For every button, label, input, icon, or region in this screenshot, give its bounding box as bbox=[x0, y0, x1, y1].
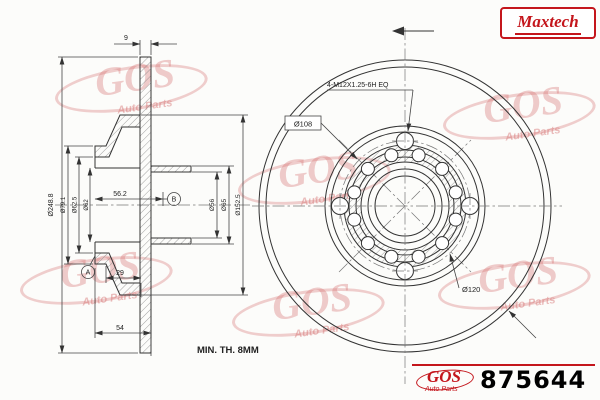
part-number: 875644 bbox=[480, 366, 587, 394]
footer-divider bbox=[412, 364, 595, 366]
dim-label-pilot-circle: Ø108 bbox=[294, 120, 312, 129]
hat-top-wall bbox=[94, 114, 141, 158]
bolt-spec-label: 4-M12X1.25-6H EQ bbox=[327, 82, 389, 89]
bearing-balls bbox=[347, 148, 463, 264]
dim-label-bore-diameter: Ø62 bbox=[84, 199, 90, 211]
section-dimensions bbox=[58, 40, 248, 356]
dim-label-flange-diameter: Ø79.1 bbox=[61, 196, 67, 213]
section-view: 9 Ø248.8 Ø79.1 Ø62.5 Ø62 56.2 B A Ø56 Ø6… bbox=[48, 35, 259, 356]
min-thickness-note: MIN. TH. 8MM bbox=[197, 345, 259, 356]
section-direction-arrow bbox=[392, 26, 434, 36]
datum-b-label: B bbox=[172, 197, 177, 204]
front-view-labels: 4-M12X1.25-6H EQ Ø108 Ø120 bbox=[294, 82, 481, 294]
dim-label-hub-depth: 56.2 bbox=[113, 191, 127, 198]
section-labels: 9 Ø248.8 Ø79.1 Ø62.5 Ø62 56.2 B A Ø56 Ø6… bbox=[48, 35, 259, 356]
bearing-housing-top bbox=[150, 165, 192, 173]
dim-label-hat-diameter: Ø152.5 bbox=[235, 194, 242, 216]
front-view-leaders bbox=[284, 89, 537, 339]
dim-label-overall-width: 54 bbox=[116, 325, 124, 332]
dim-label-pilot-diameter: Ø62.5 bbox=[73, 196, 79, 213]
dim-label-bearing-bore: Ø56 bbox=[209, 198, 216, 211]
gos-logo: GOS Auto Parts bbox=[415, 367, 478, 397]
gos-logo-text: GOS bbox=[427, 367, 462, 386]
disc-ring-section bbox=[139, 56, 152, 354]
dim-label-bearing-outer: Ø65 bbox=[221, 198, 228, 211]
dim-label-disc-thickness: 9 bbox=[124, 35, 128, 42]
dim-label-bolt-circle: Ø120 bbox=[462, 285, 480, 294]
gos-logo-tagline: Auto Parts bbox=[425, 386, 458, 393]
dim-label-outer-diameter: Ø248.8 bbox=[48, 193, 55, 216]
bearing-housing-bottom bbox=[150, 237, 192, 245]
maxtech-brand-text: Maxtech bbox=[515, 12, 581, 35]
dim-label-offset: 29 bbox=[116, 270, 124, 277]
datum-a-label: A bbox=[86, 270, 91, 277]
maxtech-logo: Maxtech bbox=[500, 7, 596, 39]
front-view: 4-M12X1.25-6H EQ Ø108 Ø120 bbox=[252, 26, 562, 384]
